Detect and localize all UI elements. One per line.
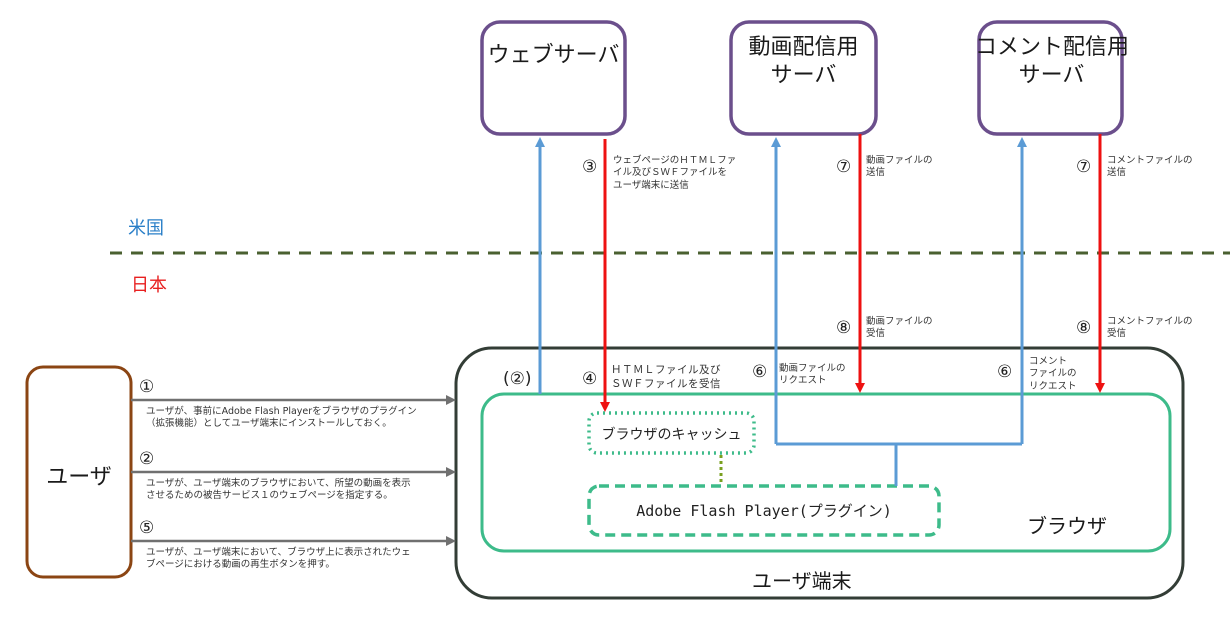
user-action-1-number: ① bbox=[139, 377, 155, 397]
step-8-video-note: 動画ファイルの 受信 bbox=[866, 316, 933, 341]
step-4-note: ＨＴＭＬファイル及び ＳＷＦファイルを受信 bbox=[611, 364, 721, 391]
comment-server-label: コメント配信用 サーバ bbox=[975, 34, 1130, 89]
step-8-video-number: ⑧ bbox=[836, 318, 852, 338]
step-7-comment-number: ⑦ bbox=[1076, 157, 1092, 177]
step-8-comment-line: 受信 bbox=[1107, 328, 1127, 340]
step-6-video-note: 動画ファイルの リクエスト bbox=[779, 363, 846, 388]
region-us-label: 米国 bbox=[128, 218, 164, 239]
comment-server-label-line1: コメント配信用 bbox=[975, 35, 1130, 60]
video-server-label-line2: サーバ bbox=[770, 62, 837, 88]
step-8-comment-number: ⑧ bbox=[1076, 318, 1092, 338]
web-server-box bbox=[480, 20, 627, 136]
video-server-label-line1: 動画配信用 bbox=[748, 35, 859, 60]
step-4-line: ＨＴＭＬファイル及び bbox=[611, 364, 721, 376]
browser-cache-box bbox=[587, 411, 756, 455]
step-4-number: ④ bbox=[582, 369, 598, 389]
user-action-5-line: ブページにおける動画の再生ボタンを押す。 bbox=[146, 559, 335, 571]
user-action-1-line: ユーザが、事前にAdobe Flash Playerをブラウザのプラグイン bbox=[146, 406, 417, 417]
browser-box bbox=[480, 392, 1172, 553]
browser-cache-label: ブラウザのキャッシュ bbox=[601, 427, 742, 443]
step-2-paren-number: (②) bbox=[503, 369, 532, 389]
step-6-comment-line: リクエスト bbox=[1029, 380, 1077, 392]
step-3-note: ウェブページのＨＴＭＬファ イル及びＳＷＦファイルを ユーザ端末に送信 bbox=[613, 155, 736, 192]
comment-server-label-line2: サーバ bbox=[1018, 62, 1085, 88]
step-6-comment-number: ⑥ bbox=[997, 362, 1013, 382]
user-action-2-number: ② bbox=[139, 449, 155, 469]
step-6-comment-note: コメント ファイルの リクエスト bbox=[1029, 356, 1077, 393]
video-server-label: 動画配信用 サーバ bbox=[731, 34, 876, 89]
step-6-video-number: ⑥ bbox=[752, 362, 768, 382]
step-6-video-line: リクエスト bbox=[779, 375, 827, 387]
browser-label: ブラウザ bbox=[1027, 514, 1107, 538]
user-label: ユーザ bbox=[46, 465, 112, 490]
region-jp-label: 日本 bbox=[131, 275, 167, 296]
step-6-video-line: 動画ファイルの bbox=[779, 363, 846, 374]
step-7-comment-line: コメントファイルの bbox=[1107, 155, 1193, 166]
user-action-2-note: ユーザが、ユーザ端末のブラウザにおいて、所望の動画を表示 させるための被告サービ… bbox=[146, 478, 411, 503]
user-action-5-line: ユーザが、ユーザ端末において、ブラウザ上に表示されたウェ bbox=[146, 547, 411, 558]
step-3-line: ユーザ端末に送信 bbox=[613, 179, 689, 191]
step-7-comment-line: 送信 bbox=[1107, 167, 1127, 179]
user-action-2-line: ユーザが、ユーザ端末のブラウザにおいて、所望の動画を表示 bbox=[146, 478, 411, 489]
flash-player-label: Adobe Flash Player(プラグイン) bbox=[636, 502, 892, 520]
step-7-video-line: 送信 bbox=[866, 167, 886, 179]
step-8-comment-note: コメントファイルの 受信 bbox=[1107, 316, 1193, 341]
step-8-comment-line: コメントファイルの bbox=[1107, 316, 1193, 327]
step-6-comment-line: ファイルの bbox=[1029, 368, 1077, 380]
step-8-video-line: 受信 bbox=[866, 328, 886, 340]
flash-player-box bbox=[587, 484, 941, 537]
video-server-box bbox=[729, 20, 878, 136]
user-action-2-line: させるための被告サービス１のウェブページを指定する。 bbox=[146, 490, 393, 502]
step-7-video-number: ⑦ bbox=[836, 157, 852, 177]
step-3-line: イル及びＳＷＦファイルを bbox=[613, 167, 728, 179]
step-7-video-line: 動画ファイルの bbox=[866, 155, 933, 166]
step-8-video-line: 動画ファイルの bbox=[866, 316, 933, 327]
step-3-number: ③ bbox=[582, 157, 598, 177]
web-server-label: ウェブサーバ bbox=[487, 43, 620, 68]
step-7-comment-note: コメントファイルの 送信 bbox=[1107, 155, 1193, 180]
user-action-1-note: ユーザが、事前にAdobe Flash Playerをブラウザのプラグイン （拡… bbox=[146, 406, 417, 431]
step-3-line: ウェブページのＨＴＭＬファ bbox=[613, 155, 737, 166]
user-action-5-note: ユーザが、ユーザ端末において、ブラウザ上に表示されたウェ ブページにおける動画の… bbox=[146, 547, 411, 572]
comment-server-box bbox=[977, 20, 1124, 136]
user-action-1-line: （拡張機能）としてユーザ端末にインストールしておく。 bbox=[146, 418, 392, 430]
step-4-line: ＳＷＦファイルを受信 bbox=[611, 377, 721, 390]
user-action-5-number: ⑤ bbox=[139, 518, 155, 538]
step-7-video-note: 動画ファイルの 送信 bbox=[866, 155, 933, 180]
step-6-comment-line: コメント bbox=[1029, 356, 1068, 367]
user-device-label: ユーザ端末 bbox=[752, 569, 852, 593]
